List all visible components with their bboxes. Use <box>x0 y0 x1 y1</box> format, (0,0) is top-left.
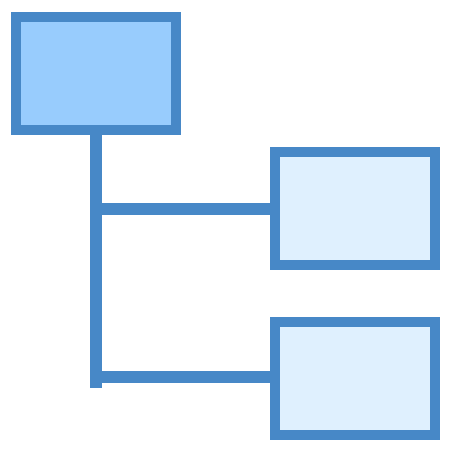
child-node-box-2 <box>270 317 440 440</box>
connector-group <box>90 124 275 388</box>
child-node-box-1 <box>270 147 440 270</box>
root-node-box <box>11 12 181 135</box>
